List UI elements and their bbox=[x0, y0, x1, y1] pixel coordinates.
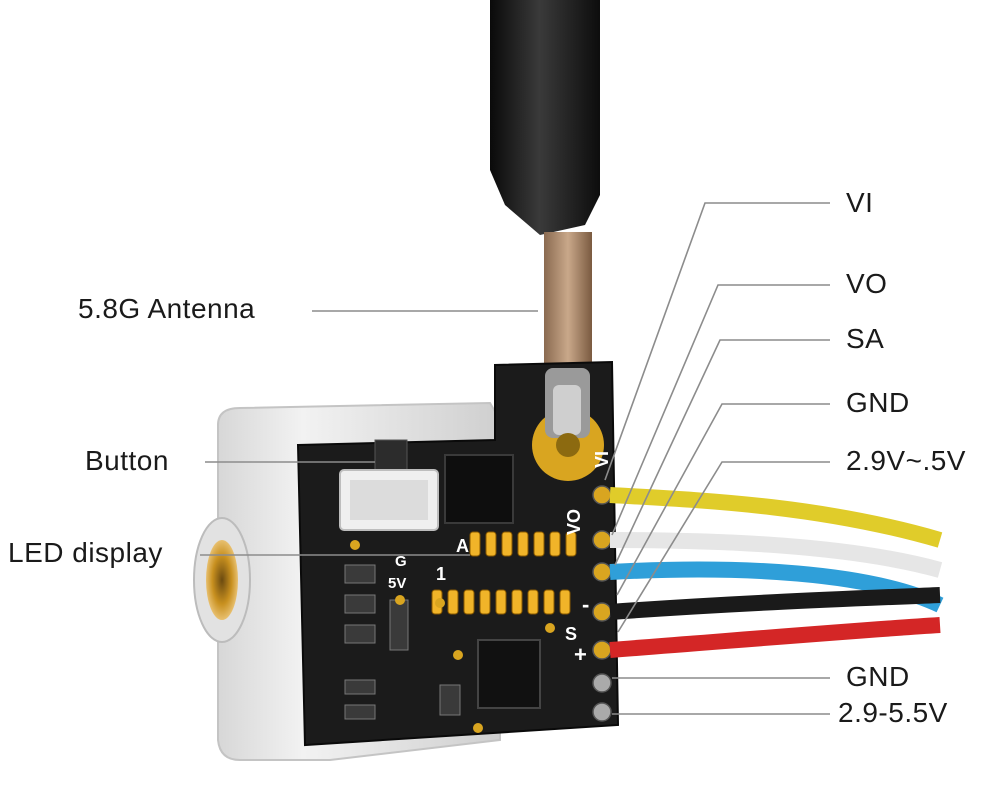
led-segment bbox=[463, 589, 475, 615]
lens-brass bbox=[206, 540, 238, 620]
label-sa: SA bbox=[846, 323, 885, 354]
pcb-board: VI VO A G 5V 1 S + - bbox=[296, 360, 620, 747]
label-power-bottom: 2.9-5.5V bbox=[838, 697, 948, 728]
leader-lines bbox=[200, 202, 830, 715]
chip-upper bbox=[444, 454, 514, 524]
led-segment bbox=[495, 589, 507, 615]
wire-red bbox=[609, 617, 941, 658]
button-switch bbox=[374, 439, 408, 471]
led-segment bbox=[527, 589, 539, 615]
wire-white bbox=[609, 532, 943, 578]
silk-g: G bbox=[395, 553, 407, 570]
led-segment bbox=[469, 531, 481, 557]
led-segment bbox=[543, 589, 555, 615]
label-power-top: 2.9V~.5V bbox=[846, 445, 966, 476]
wire-pad bbox=[592, 530, 612, 550]
label-button: Button bbox=[85, 445, 169, 476]
wire-black bbox=[609, 587, 941, 620]
silk-vo: VO bbox=[564, 509, 584, 535]
led-segment bbox=[447, 589, 459, 615]
silk-5v: 5V bbox=[388, 575, 406, 592]
led-display bbox=[431, 531, 577, 615]
label-antenna: 5.8G Antenna bbox=[78, 293, 256, 324]
chip-main bbox=[477, 639, 541, 709]
silk-a: A bbox=[456, 536, 469, 556]
wire-pads bbox=[592, 485, 612, 722]
silk-minus: - bbox=[582, 592, 589, 617]
wire-pad bbox=[592, 602, 612, 622]
led-segment bbox=[485, 531, 497, 557]
label-vo: VO bbox=[846, 268, 888, 299]
wire-pad bbox=[592, 562, 612, 582]
led-segment bbox=[501, 531, 513, 557]
led-segment bbox=[565, 531, 577, 557]
label-gnd-bottom: GND bbox=[846, 661, 910, 692]
led-segment bbox=[549, 531, 561, 557]
antenna-coax bbox=[544, 232, 592, 372]
antenna-cable bbox=[490, 0, 600, 372]
led-segment bbox=[517, 531, 529, 557]
led-segment bbox=[559, 589, 571, 615]
silk-s: S bbox=[565, 624, 577, 644]
silk-vi: VI bbox=[592, 451, 612, 468]
wire-pad bbox=[592, 640, 612, 660]
label-led-display: LED display bbox=[8, 537, 163, 568]
wire-pad bbox=[592, 702, 612, 722]
wire-pad bbox=[592, 485, 612, 505]
wire-pad bbox=[592, 673, 612, 693]
led-segment bbox=[533, 531, 545, 557]
led-segment bbox=[479, 589, 491, 615]
label-gnd-top: GND bbox=[846, 387, 910, 418]
silk-1: 1 bbox=[436, 564, 446, 584]
led-segment bbox=[511, 589, 523, 615]
label-vi: VI bbox=[846, 187, 874, 218]
silk-plus: + bbox=[574, 642, 587, 667]
